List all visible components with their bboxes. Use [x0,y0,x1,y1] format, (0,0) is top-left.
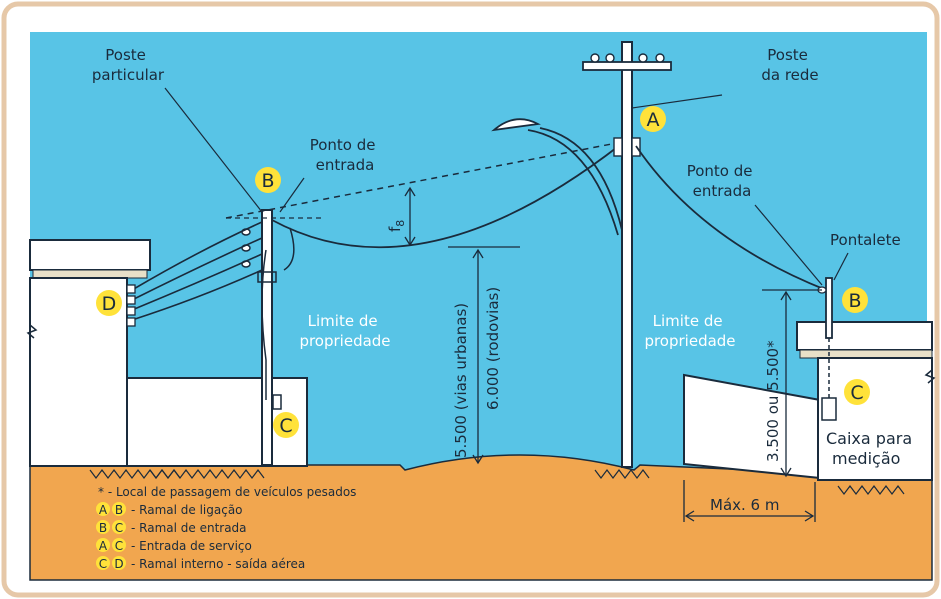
svg-text:- Ramal interno - saída aérea: - Ramal interno - saída aérea [131,557,305,571]
caixa-label: Caixa para medição [826,429,917,468]
max-distance-dimension [683,480,816,522]
svg-text:A: A [647,109,660,131]
svg-text:C: C [115,521,123,535]
svg-text:B: B [261,170,274,192]
marker-a: A [640,106,666,132]
marker-c-right: C [844,379,870,405]
service-drop-left [271,144,621,249]
max-distance-label: Máx. 6 m [710,496,779,514]
height-rodovias-label: 6.000 (rodovias) [484,287,502,410]
marker-b-left: B [255,167,281,193]
legend: * - Local de passagem de veículos pesado… [96,485,356,571]
height-urban-label: 5.500 (vias urbanas) [452,303,470,458]
legend-note: * - Local de passagem de veículos pesado… [98,485,356,499]
svg-text:A: A [99,503,108,517]
left-building [26,239,151,467]
svg-text:D: D [102,293,117,315]
legend-item-cd: C D - Ramal interno - saída aérea [96,556,305,571]
reference-dashed-line [225,141,623,219]
svg-text:C: C [279,415,292,437]
pontalete-label: Pontalete [830,231,901,249]
ponto-entrada-right-label: Ponto de entrada [687,162,758,200]
legend-item-bc: B C - Ramal de entrada [96,520,247,535]
poste-particular-label: Poste particular [92,46,165,84]
svg-text:C: C [850,382,863,404]
svg-text:B: B [115,503,123,517]
marker-d: D [96,290,122,316]
ponto-entrada-left-label: Ponto de entrada [310,136,381,174]
marker-b-right: B [842,287,868,313]
insulators-d [126,284,136,327]
right-height-dimension [762,289,822,478]
poste-rede-label: Poste da rede [761,46,818,84]
limite-left-label: Limite de propriedade [299,312,390,350]
internal-wires [131,221,263,321]
svg-text:A: A [99,539,108,553]
marker-c-left: C [273,412,299,438]
street-light [491,118,623,236]
ground-hatching [89,469,905,495]
svg-text:- Ramal de ligação: - Ramal de ligação [131,503,243,517]
sag-label: f8 [386,220,407,232]
svg-text:C: C [99,557,107,571]
svg-text:B: B [99,521,107,535]
legend-item-ab: A B - Ramal de ligação [96,502,243,517]
right-building [796,321,936,481]
service-drop-right [635,145,827,291]
clearance-dimension [448,246,520,465]
svg-text:C: C [115,539,123,553]
svg-text:B: B [848,290,861,312]
sag-dimension [404,186,416,247]
limite-right-label: Limite de propriedade [644,312,735,350]
svg-text:- Entrada de serviço: - Entrada de serviço [131,539,252,553]
svg-text:D: D [114,557,123,571]
network-pole [582,41,672,468]
private-pole [241,209,295,466]
height-right-label: 3.500 ou 5.500* [764,340,782,462]
legend-item-ac: A C - Entrada de serviço [96,538,252,553]
svg-text:- Ramal de entrada: - Ramal de entrada [131,521,247,535]
leader-lines [164,87,849,286]
